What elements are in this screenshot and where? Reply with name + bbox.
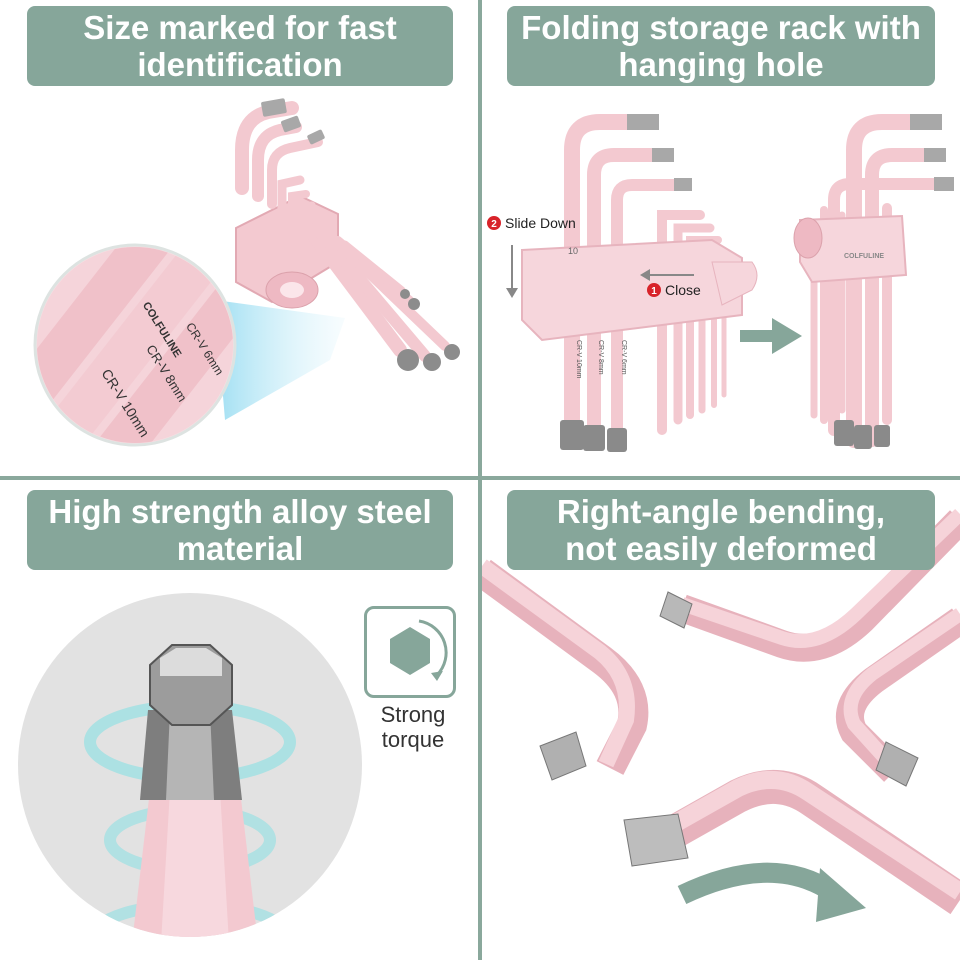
panel-title-line-2: material: [176, 530, 304, 567]
vertical-divider: [478, 0, 482, 960]
horizontal-divider: [0, 476, 960, 480]
arrow-right-icon: [740, 318, 802, 354]
panel-size-marked: COLFULINE CR-V 6mm CR-V 8mm CR-V 10mm Si…: [0, 0, 478, 476]
panel-title: Right-angle bending, not easily deformed: [507, 490, 935, 570]
panel-title-line-2: not easily deformed: [565, 530, 877, 567]
panel-title: Folding storage rack with hanging hole: [507, 6, 935, 86]
wrench-label-6mm: CR-V 6mm: [620, 340, 627, 375]
step-badge-1: 1: [651, 286, 657, 297]
wrench-label-10mm: CR-V 10mm: [575, 340, 582, 379]
bent-wrenches-illustration: [482, 508, 960, 922]
panel-title-line-1: Size marked for fast: [83, 9, 397, 46]
panel-title-line-2: hanging hole: [618, 46, 824, 83]
step-badge-2: 2: [491, 219, 497, 230]
panel-folding-rack: 10 2 1 Slide Down Close CR-V 10mm CR-V 8…: [482, 0, 960, 476]
hex-torque-icon: [390, 619, 448, 681]
rack-size-mark: 10: [568, 246, 578, 256]
panel-title: High strength alloy steel material: [27, 490, 453, 570]
rack-brand: COLFULINE: [844, 253, 884, 260]
panel-title: Size marked for fast identification: [27, 6, 453, 86]
panel-alloy-steel: Strong torque High strength alloy steel …: [0, 480, 478, 960]
panel-title-line-1: Folding storage rack with: [521, 9, 921, 46]
rack-illustration: 10 2 1 Slide Down Close CR-V 10mm CR-V 8…: [487, 114, 954, 452]
torque-label-line-1: Strong: [380, 702, 446, 727]
torque-label-line-2: torque: [381, 727, 445, 752]
step-close-label: Close: [665, 282, 701, 298]
wrench-label-8mm: CR-V 8mm: [597, 340, 604, 375]
torque-badge: [364, 606, 456, 698]
curved-arrow-icon: [677, 862, 866, 922]
panel-title-line-2: identification: [137, 46, 343, 83]
panel-title-line-1: High strength alloy steel: [48, 493, 432, 530]
torque-label: Strong torque: [358, 702, 468, 752]
panel-title-line-1: Right-angle bending,: [556, 493, 886, 530]
wrench-set-illustration: [33, 98, 460, 447]
ball-end-closeup: [18, 593, 362, 937]
panel-right-angle: Right-angle bending, not easily deformed: [482, 480, 960, 960]
step-slide-label: Slide Down: [505, 215, 576, 231]
